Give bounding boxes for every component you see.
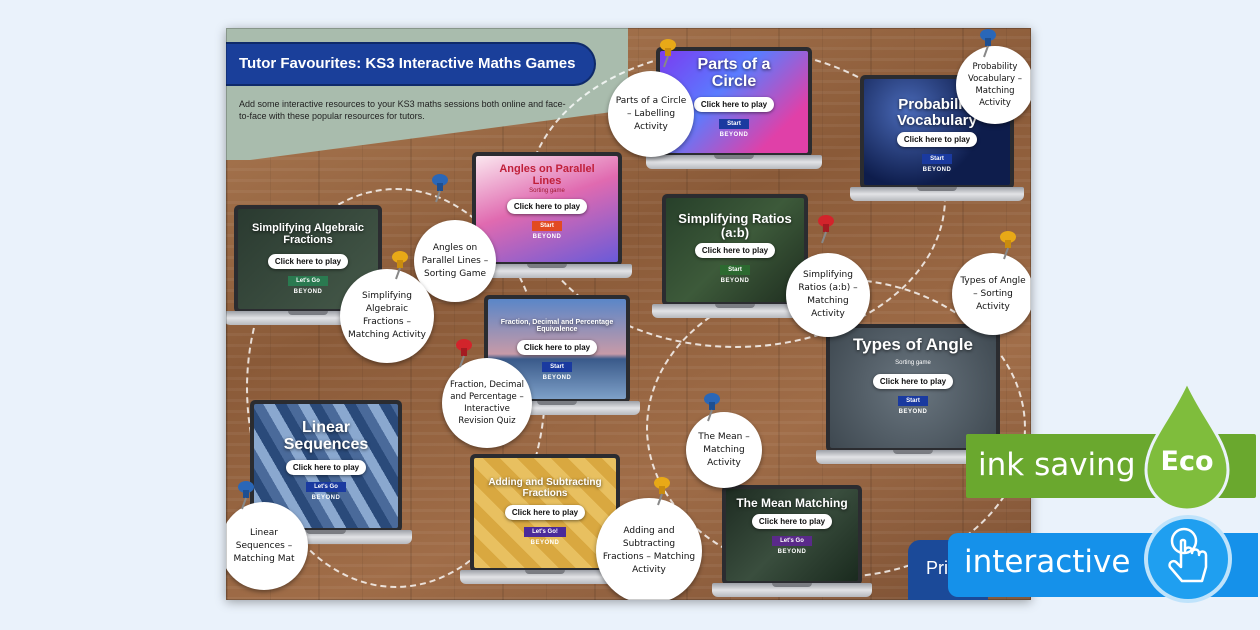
caption-types-of-angle: Types of Angle – Sorting Activity <box>952 253 1031 335</box>
click-to-play-button[interactable]: Click here to play <box>504 505 586 520</box>
caption-linear-sequences: Linear Sequences – Matching Mat <box>226 502 308 590</box>
push-pin-icon <box>704 393 720 422</box>
screen-title: Probability Vocabulary <box>897 96 977 129</box>
screen-title: Simplifying Ratios (a:b) <box>678 211 792 240</box>
click-to-play-button[interactable]: Click here to play <box>872 373 954 389</box>
start-button[interactable]: Start <box>720 265 750 276</box>
brand-logo: BEYOND <box>532 234 562 241</box>
push-pin-icon <box>660 39 676 68</box>
start-button[interactable]: Let's Go <box>306 481 346 492</box>
ink-saving-label: ink saving <box>978 447 1136 483</box>
push-pin-icon <box>432 174 448 203</box>
start-button[interactable]: Let's Go <box>772 535 812 546</box>
start-button[interactable]: Start <box>719 118 749 129</box>
laptop-probability-vocabulary[interactable]: Probability Vocabulary Click here to pla… <box>850 75 1024 201</box>
tap-icon-circle <box>1144 515 1232 603</box>
push-pin-icon <box>818 215 834 244</box>
game-screen: Simplifying Ratios (a:b) Click here to p… <box>666 198 804 302</box>
poster: Tutor Favourites: KS3 Interactive Maths … <box>226 28 1031 600</box>
start-button[interactable]: Let's Go <box>288 276 328 287</box>
click-to-play-button[interactable]: Click here to play <box>506 199 588 215</box>
click-to-play-button[interactable]: Click here to play <box>694 243 776 259</box>
laptop-base <box>462 264 632 278</box>
screen-title: Fraction, Decimal and Percentage Equival… <box>500 319 614 334</box>
game-screen: Adding and Subtracting Fractions Click h… <box>474 458 616 568</box>
screen-title: Parts of a Circle <box>697 56 771 90</box>
game-screen: Fraction, Decimal and Percentage Equival… <box>488 299 626 399</box>
brand-logo: BEYOND <box>530 540 560 546</box>
tap-hand-icon <box>1168 527 1208 583</box>
caption-the-mean: The Mean – Matching Activity <box>686 412 762 488</box>
start-button[interactable]: Start <box>898 395 928 406</box>
laptop-fraction-decimal-percentage[interactable]: Fraction, Decimal and Percentage Equival… <box>474 295 640 415</box>
game-screen: Types of Angle Sorting game Click here t… <box>830 328 996 448</box>
screen-title: Types of Angle <box>853 335 973 354</box>
intro-text: Add some interactive resources to your K… <box>239 99 566 121</box>
brand-logo: BEYOND <box>293 289 323 296</box>
laptop-base <box>646 155 822 169</box>
laptop-types-of-angle[interactable]: Types of Angle Sorting game Click here t… <box>816 324 1010 464</box>
eco-drop-icon <box>1144 380 1230 510</box>
caption-simplifying-algebraic-fractions: Simplifying Algebraic Fractions – Matchi… <box>340 269 434 363</box>
start-button[interactable]: Start <box>542 361 572 372</box>
game-screen: Linear Sequences Click here to play Let'… <box>254 404 398 528</box>
screen-title: Simplifying Algebraic Fractions <box>251 222 365 246</box>
eco-label: Eco <box>1160 446 1214 477</box>
push-pin-icon <box>238 481 254 510</box>
click-to-play-button[interactable]: Click here to play <box>516 339 598 355</box>
push-pin-icon <box>980 29 996 58</box>
game-screen: The Mean Matching Click here to play Let… <box>726 489 858 581</box>
push-pin-icon <box>1000 231 1016 260</box>
screen-subtitle: Sorting game <box>529 188 565 195</box>
brand-logo: BEYOND <box>311 494 341 501</box>
click-to-play-button[interactable]: Click here to play <box>896 131 978 147</box>
screen-title: Adding and Subtracting Fractions <box>488 477 602 499</box>
start-button[interactable]: Let's Go! <box>524 527 566 537</box>
brand-logo: BEYOND <box>922 166 952 173</box>
brand-logo: BEYOND <box>719 131 749 138</box>
interactive-label: interactive <box>964 544 1131 580</box>
laptop-adding-subtracting-fractions[interactable]: Adding and Subtracting Fractions Click h… <box>460 454 630 584</box>
page-title: Tutor Favourites: KS3 Interactive Maths … <box>226 42 596 86</box>
caption-fraction-decimal-percentage: Fraction, Decimal and Percentage – Inter… <box>442 358 532 448</box>
caption-parts-of-a-circle: Parts of a Circle – Labelling Activity <box>608 71 694 157</box>
brand-logo: BEYOND <box>777 548 807 555</box>
caption-simplifying-ratios: Simplifying Ratios (a:b) – Matching Acti… <box>786 253 870 337</box>
laptop-base <box>816 450 1010 464</box>
laptop-simplifying-ratios[interactable]: Simplifying Ratios (a:b) Click here to p… <box>652 194 818 318</box>
game-screen: Probability Vocabulary Click here to pla… <box>864 79 1010 185</box>
caption-probability-vocabulary: Probability Vocabulary – Matching Activi… <box>956 46 1031 124</box>
caption-adding-subtracting-fractions: Adding and Subtracting Fractions – Match… <box>596 498 702 600</box>
screen-title: The Mean Matching <box>736 496 848 510</box>
click-to-play-button[interactable]: Click here to play <box>693 96 775 112</box>
caption-angles-parallel-lines: Angles on Parallel Lines – Sorting Game <box>414 220 496 302</box>
screen-subtitle: Sorting game <box>895 359 931 366</box>
click-to-play-button[interactable]: Click here to play <box>751 513 833 529</box>
push-pin-icon <box>392 251 408 280</box>
brand-logo: BEYOND <box>720 278 750 285</box>
brand-logo: BEYOND <box>898 408 928 415</box>
brand-logo: BEYOND <box>542 374 572 381</box>
poster-frame <box>226 28 1031 600</box>
laptop-base <box>850 187 1024 201</box>
laptop-base <box>460 570 630 584</box>
click-to-play-button[interactable]: Click here to play <box>267 254 349 270</box>
laptop-angles-parallel-lines[interactable]: Angles on Parallel Lines Sorting game Cl… <box>462 152 632 278</box>
screen-title: Angles on Parallel Lines <box>499 163 595 187</box>
laptop-the-mean[interactable]: The Mean Matching Click here to play Let… <box>712 485 872 597</box>
laptop-base <box>712 583 872 597</box>
game-screen: Angles on Parallel Lines Sorting game Cl… <box>476 156 618 262</box>
push-pin-icon <box>654 477 670 506</box>
start-button[interactable]: Start <box>532 221 562 232</box>
click-to-play-button[interactable]: Click here to play <box>285 459 367 475</box>
start-button[interactable]: Start <box>922 153 952 164</box>
screen-title: Linear Sequences <box>283 419 369 453</box>
push-pin-icon <box>456 339 472 368</box>
laptop-base <box>652 304 818 318</box>
